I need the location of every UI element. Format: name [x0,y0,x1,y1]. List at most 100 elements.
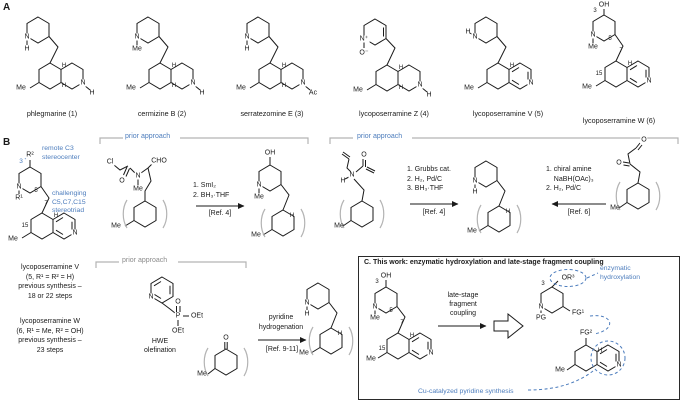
text-line: (6, R¹ = Me, R² = OH) [16,327,84,335]
atom-label: O [118,177,126,185]
atom-label: N [133,33,141,41]
fragment-brackets [95,137,679,377]
text-line: C5,C7,C15 [52,198,86,206]
text-line: olefination [144,347,176,354]
atom-label: Me [197,370,207,378]
atom-label: H [171,63,177,69]
reagents-prior1: 1. SmI₂ 2. BH₃·THF [193,181,257,201]
atom-label: 15 [595,71,603,77]
atom-label: N [15,183,23,191]
atom-label: N [299,79,307,87]
atom-label: N [79,79,87,87]
atom-label: H [426,91,432,99]
atom-label: 3 [19,157,23,165]
text-line: remote C3 [42,145,74,152]
ref-prior1: [Ref. 4] [208,210,232,217]
atom-label: CHO [150,157,168,165]
skeleton-fragment-bottom [566,338,619,371]
atom-label: OR³ [560,274,576,282]
retrosynthesis-arrow [493,312,524,340]
atom-label: N [23,33,31,41]
atom-label: O⁻ [358,49,370,57]
atom-label: OEt [189,312,205,320]
atom-label: OEt [170,327,186,335]
skeleton-thiswork-left [374,280,431,359]
atom-label: R² [25,151,35,159]
atom-label: 7 [44,201,48,207]
atom-label: H [61,63,67,69]
atom-label: O [640,136,648,144]
atom-label: H [61,83,67,89]
atom-label: 5 [389,308,393,314]
atom-label: N [537,303,545,311]
text-line: previous synthesis – [18,283,82,290]
ref-prior2-right: [Ref. 6] [567,209,591,216]
panel-b-label: B [3,137,11,148]
atom-label: 7 [619,48,623,54]
atom-label: Me [464,84,474,92]
atom-label: 3 [593,8,597,14]
this-work-box [358,256,680,400]
text-line: coupling [449,310,477,317]
atom-label: Me [370,314,380,322]
atom-label: Cl [105,158,115,166]
atom-label: 3 [541,281,545,287]
text-line: pyridine [268,314,294,321]
tab-prior-approach-2: prior approach [357,133,403,140]
atom-label: N [348,171,356,179]
atom-label: OH [597,1,611,9]
text-line: 18 or 22 steps [27,292,73,300]
atom-label: H [472,188,478,196]
atom-label: O [174,298,182,306]
ref-prior3: [Ref. 9-11] [265,346,299,353]
atom-label: Me [299,349,309,357]
caption-serratezomine-e: serratezomine E (3) [240,109,304,118]
text-line: late-stage [447,292,479,299]
text-line: (5, R¹ = R² = H) [25,273,75,281]
text-line: stereocenter [42,153,80,161]
atom-label: N [471,177,479,185]
atom-label: N [243,33,251,41]
atom-label: Me [254,193,264,201]
atom-label: 15 [378,346,386,352]
text-line: previous synthesis – [18,337,82,344]
text-line: 2. H₂, Pd/C [546,185,582,192]
caption-phlegmarine: phlegmarine (1) [26,109,78,118]
atom-label: Me [467,227,477,235]
atom-label: N [427,349,435,357]
atom-label: N [471,33,479,41]
text-line: 1. SmI₂ [193,182,216,189]
atom-label: H [465,28,471,36]
atom-label: H [289,213,295,219]
atom-label: N [303,299,311,307]
text-line: 1. Grubbs cat. [407,166,451,173]
atom-label: H [627,61,633,67]
atom-label: H [409,333,415,339]
atom-label: N [416,81,424,89]
skeleton-prior2-sm2 [618,142,650,210]
skeleton-prior3-phosphonate [151,277,189,326]
text-line: stereotriad [52,207,85,214]
atom-label: Me [251,231,261,239]
atom-label: O [222,334,230,342]
tab-prior-approach-3: prior approach [122,257,168,264]
atom-label: N [615,361,623,369]
atom-label: N [645,77,653,85]
atom-label: H [304,310,310,318]
atom-label: P [174,312,182,320]
callout-cu-pyridine-synthesis: Cu-catalyzed pyridine synthesis [418,388,514,395]
atom-label: H [505,209,511,215]
text-line: hydroxylation [600,273,641,281]
atom-label: N [147,293,155,301]
text-line: 3. BH₃·THF [407,185,444,192]
skeleton-prior3-ketone [207,342,238,376]
atom-label: Me [126,84,136,92]
atom-label: H [337,331,343,337]
atom-label: FG² [578,329,594,337]
text-line: 2. BH₃·THF [193,192,230,199]
atom-label: Me [8,235,18,243]
